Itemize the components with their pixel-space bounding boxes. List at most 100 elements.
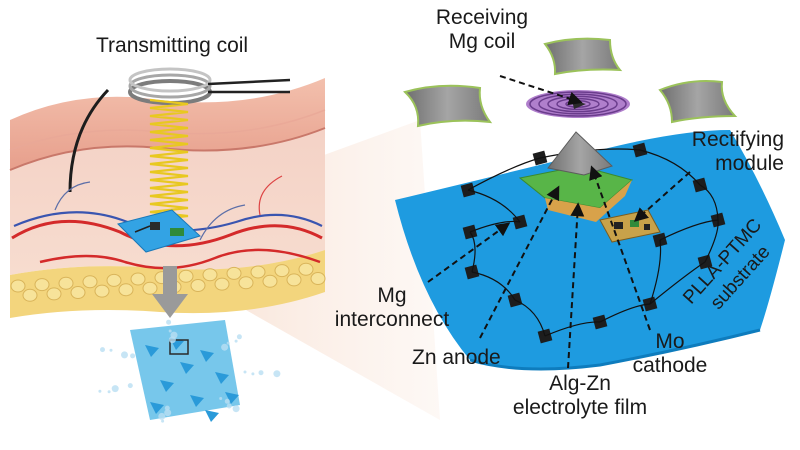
field-wave (149, 98, 189, 222)
fat-cell (118, 283, 134, 297)
serpentine-wire (649, 261, 706, 305)
electromagnetic-field (149, 98, 189, 222)
fat-cell (310, 272, 326, 285)
fat-cell (178, 269, 194, 283)
label-zn-anode: Zn anode (412, 346, 501, 370)
arrow-alg (567, 202, 585, 369)
text-alg-zn: Alg-Zn (549, 372, 611, 395)
shard (150, 402, 164, 414)
serpentine-wire (471, 271, 516, 301)
degraded-device (98, 319, 281, 423)
capillary-2 (258, 175, 283, 216)
serpentine-wire (467, 189, 521, 223)
serpentine-wire (659, 219, 719, 241)
fat-cell (22, 288, 38, 302)
substrate-sheet (395, 130, 785, 369)
fat-cell (298, 262, 314, 276)
water-droplet (158, 412, 166, 420)
water-droplet (219, 397, 223, 400)
implanted-device (117, 209, 201, 253)
fat-cell (250, 265, 266, 279)
dissolving-chip (169, 339, 189, 355)
arrow-zn (479, 185, 560, 339)
text-electrolyte-film: electrolyte film (512, 396, 648, 419)
fat-cell (94, 284, 110, 298)
text-transmitting-coil: Transmitting coil (96, 34, 249, 57)
text-mo: Mo (655, 330, 685, 353)
water-droplet (100, 347, 105, 353)
label-mg-interconnect: Mg interconnect (312, 284, 472, 332)
fat-cell (226, 266, 242, 280)
fat-cell (58, 276, 74, 290)
serpentine-wire (544, 321, 601, 337)
fat-cell (286, 273, 302, 287)
capillary-3 (199, 204, 246, 241)
water-droplet (121, 351, 128, 359)
shard (200, 350, 214, 362)
fat-cell (46, 287, 62, 301)
arrow-receiving (499, 75, 583, 106)
text-rectifying: Rectifying (691, 128, 784, 151)
label-rectifying-module: Rectifying module (662, 128, 784, 176)
mo-cathode (547, 131, 613, 176)
fat-cell (238, 276, 254, 290)
fat-cell (202, 268, 218, 282)
serpentine-wire (699, 184, 719, 221)
shard (215, 372, 229, 384)
serpentine-wire (514, 299, 546, 337)
water-droplet (127, 383, 133, 389)
fat-cell (142, 281, 158, 295)
serpentine-wire (467, 157, 541, 191)
text-module: module (715, 152, 784, 175)
fat-cell (34, 278, 50, 292)
serpentine-wire (469, 231, 476, 273)
arrow-mo (589, 165, 651, 331)
water-droplet (98, 389, 102, 393)
label-alg-zn-electrolyte: Alg-Zn electrolyte film (500, 372, 660, 420)
water-droplet (221, 343, 229, 351)
water-droplet (226, 403, 232, 409)
label-receiving-mg-coil: Receiving Mg coil (422, 6, 542, 54)
arrow-mg (427, 222, 511, 283)
text-zn-anode: Zn anode (412, 346, 501, 369)
text-interconnect: interconnect (334, 308, 450, 331)
arrow-rectifying (633, 171, 691, 222)
water-droplet (273, 370, 281, 378)
text-cathode: cathode (632, 354, 708, 377)
serpentine-wire (599, 303, 651, 323)
shard (225, 392, 239, 404)
fat-cell (10, 279, 26, 293)
alg-zn-film (545, 180, 632, 222)
text-mg-coil: Mg coil (448, 30, 516, 53)
water-droplet (161, 419, 165, 423)
water-droplet (258, 370, 264, 376)
hair (68, 88, 110, 193)
degradation-arrow (152, 266, 188, 318)
receiving-mg-coil (526, 90, 630, 118)
water-droplet (236, 334, 242, 340)
water-droplet (107, 390, 111, 394)
fat-cell (262, 274, 278, 288)
fat-cell (214, 277, 230, 291)
fat-cell (106, 273, 122, 287)
fat-cell (82, 275, 98, 289)
water-droplet (170, 331, 178, 339)
shard (205, 410, 219, 422)
shard (190, 395, 204, 407)
capillary-1 (54, 181, 91, 211)
water-droplet (130, 353, 136, 359)
shard (160, 380, 174, 392)
text-mg: Mg (377, 284, 407, 307)
serpentine-wire (639, 149, 701, 186)
serpentine-wire (649, 239, 662, 305)
fat-cell (130, 272, 146, 286)
water-droplet (166, 319, 172, 325)
label-transmitting-coil: Transmitting coil (96, 34, 248, 58)
water-droplet (109, 348, 113, 352)
label-mo-cathode: Mo cathode (620, 330, 720, 378)
water-droplet (251, 372, 255, 376)
water-droplet (224, 398, 230, 404)
water-droplet (164, 409, 172, 417)
water-droplet (243, 370, 247, 374)
water-droplet (234, 339, 238, 343)
